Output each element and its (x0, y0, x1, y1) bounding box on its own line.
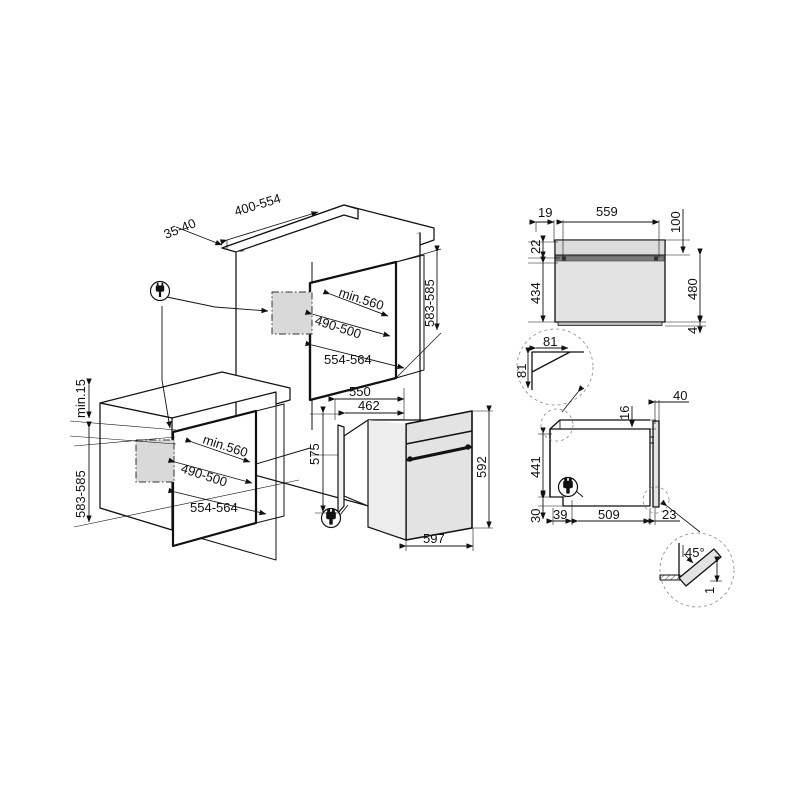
socket-zone-lower (135, 439, 175, 483)
view-oven-isometric (310, 388, 493, 551)
view-oven-plan (538, 399, 689, 525)
dim-body-height-rear: 575 (307, 443, 322, 465)
dim-body-depth-total: 550 (349, 384, 371, 399)
dim-panel-strip: 22 (528, 240, 543, 254)
dim-body-depth: 462 (358, 398, 380, 413)
dim-front-height-iso: 592 (474, 456, 489, 478)
dim-niche-height-upper: 583-585 (422, 279, 437, 327)
power-plug-icon-cabinet (149, 280, 171, 302)
socket-zone-upper (271, 291, 313, 335)
dim-front-width: 597 (423, 531, 445, 546)
detail-bevel (642, 486, 735, 608)
dim-plan-body-height: 441 (528, 456, 543, 478)
dim-chamfer-x: 81 (543, 334, 557, 349)
dim-panel-top: 100 (668, 211, 683, 233)
dim-left-offset: 19 (538, 205, 552, 220)
view-oven-front (528, 209, 706, 334)
view-cabinet-lower (69, 371, 300, 561)
dim-front-height: 480 (685, 278, 700, 300)
dim-top-offset: 16 (617, 406, 632, 420)
dim-niche-width-upper: 554-564 (324, 352, 372, 367)
dim-base-height: 30 (528, 509, 543, 523)
dim-door-height: 434 (528, 282, 543, 304)
dim-body-length: 509 (598, 507, 620, 522)
dim-niche-width-lower: 554-564 (190, 500, 238, 515)
dim-plinth-offset: 35-40 (162, 215, 198, 241)
dim-rear-offset: 39 (553, 507, 567, 522)
dim-bevel-angle: 45° (685, 545, 705, 560)
dim-front-offset: 23 (662, 507, 676, 522)
dim-panel-width: 559 (596, 204, 618, 219)
dim-niche-depth-top: 400-554 (232, 191, 282, 219)
dim-gap-min: min.15 (73, 379, 88, 418)
detail-corner-chamfer (516, 328, 594, 442)
dim-niche-height-lower: 583-585 (73, 470, 88, 518)
dim-front-overlap: 40 (673, 388, 687, 403)
dim-chamfer-y: 81 (514, 364, 529, 378)
dim-bevel-thickness: 1 (702, 587, 717, 594)
dim-bottom-edge: 4 (685, 327, 700, 334)
